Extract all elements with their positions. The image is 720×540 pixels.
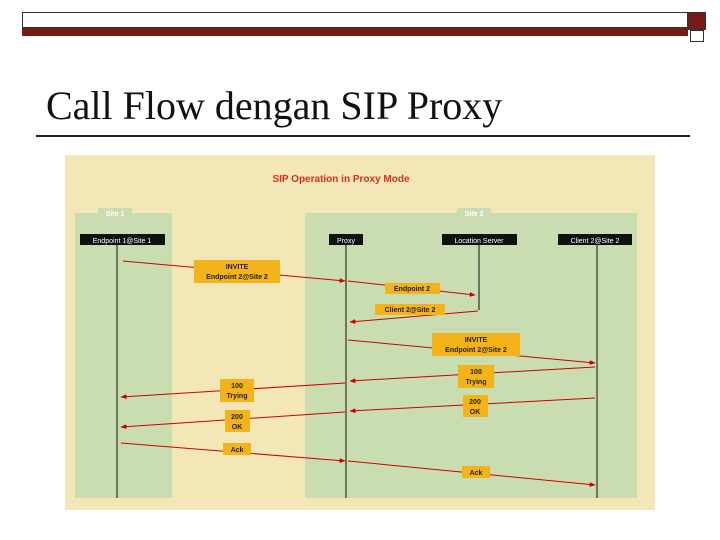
message-label-endpoint-2	[385, 283, 440, 294]
participant-label-location-server: Location Server	[454, 238, 504, 245]
message-ok-1-line1: 200	[469, 399, 481, 406]
message-label-trying-1	[458, 365, 494, 388]
top-decor-stripe	[22, 28, 688, 36]
message-ack-1-text: Ack	[231, 447, 244, 454]
message-ok-2-line1: 200	[231, 414, 243, 421]
message-trying-2-line2: Trying	[226, 393, 247, 400]
message-client-2-text: Client 2@Site 2	[385, 307, 436, 314]
message-label-invite-1	[194, 260, 280, 283]
diagram-title: SIP Operation in Proxy Mode	[272, 174, 410, 185]
message-trying-1-line1: 100	[470, 369, 482, 376]
message-trying-1-line2: Trying	[465, 379, 486, 386]
message-label-trying-2	[220, 379, 254, 402]
corner-decor-box	[688, 12, 706, 30]
corner-decor-box-small	[690, 30, 704, 42]
participant-header-proxy[interactable]	[329, 234, 363, 245]
region-site-2-tab	[457, 208, 491, 218]
slide-title: Call Flow dengan SIP Proxy	[46, 83, 503, 128]
title-divider	[36, 135, 690, 137]
region-site-1-label: Site 1	[106, 211, 125, 218]
message-invite-1-line2: Endpoint 2@Site 2	[206, 274, 268, 281]
message-ack-2-text: Ack	[470, 470, 483, 477]
message-label-ok-1	[463, 395, 488, 417]
top-decor-bar	[22, 12, 688, 28]
region-site-1	[75, 213, 172, 498]
participant-label-client-2: Client 2@Site 2	[571, 238, 620, 245]
message-ok-2-line2: OK	[232, 424, 243, 431]
participant-header-client-2[interactable]	[558, 234, 632, 245]
message-invite-2-line1: INVITE	[465, 337, 488, 344]
arrow-reply-location-to-proxy	[349, 310, 479, 324]
message-label-ack-2	[462, 466, 490, 478]
participant-header-endpoint-1[interactable]	[80, 234, 165, 245]
sip-call-flow-diagram: SIP Operation in Proxy Mode Site 1 Site …	[65, 155, 655, 510]
message-ok-1-line2: OK	[470, 409, 481, 416]
participant-header-location-server[interactable]	[442, 234, 517, 245]
message-label-invite-2	[432, 333, 520, 356]
message-label-ack-1	[223, 443, 251, 455]
message-label-client-2	[375, 304, 445, 315]
participant-label-endpoint-1: Endpoint 1@Site 1	[93, 238, 152, 245]
message-endpoint-2-text: Endpoint 2	[394, 286, 430, 293]
participant-label-proxy: Proxy	[337, 238, 355, 245]
message-trying-2-line1: 100	[231, 383, 243, 390]
message-label-ok-2	[225, 410, 250, 432]
message-invite-1-line1: INVITE	[226, 264, 249, 271]
message-invite-2-line2: Endpoint 2@Site 2	[445, 347, 507, 354]
region-site-1-tab	[98, 208, 132, 218]
region-site-2-label: Site 2	[465, 211, 484, 218]
